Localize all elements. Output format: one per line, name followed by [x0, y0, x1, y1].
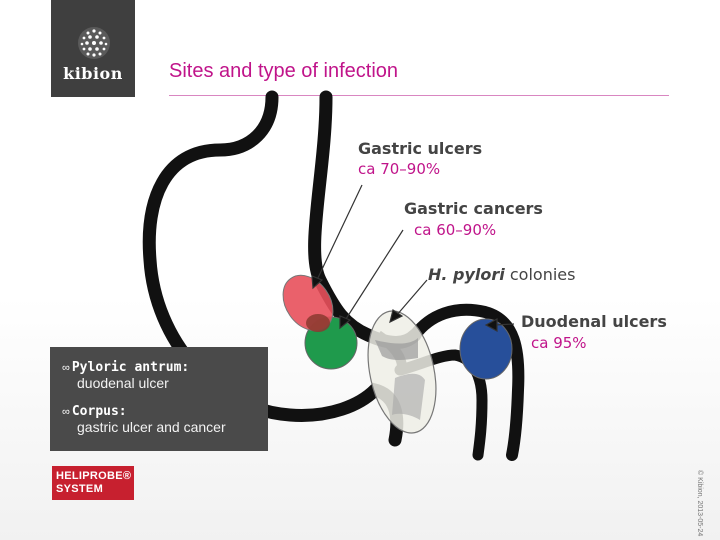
gastric-ulcers-value: ca 70–90%	[358, 160, 440, 178]
ulcer-cancer-overlap	[306, 314, 330, 332]
heliprobe-line2: SYSTEM	[56, 483, 104, 495]
gastric-cancer-arrow	[343, 229, 404, 323]
hpylori-label: H. pylori colonies	[428, 265, 575, 284]
hpylori-rest: colonies	[505, 265, 576, 284]
copyright-note: © Kibion, 2013-05-24	[696, 470, 703, 537]
info-heading: Corpus:	[71, 404, 127, 419]
info-heading: Pyloric antrum:	[71, 360, 190, 375]
info-box: ∞Pyloric antrum: duodenal ulcer ∞Corpus:…	[50, 347, 268, 451]
info-item-corpus: ∞Corpus: gastric ulcer and cancer	[62, 402, 226, 435]
logo-wordmark: kibion	[63, 64, 123, 83]
hpylori-italic: H. pylori	[428, 265, 505, 284]
duodenal-ulcers-title: Duodenal ulcers	[521, 312, 667, 331]
heliprobe-line1: HELIPROBE®	[56, 470, 132, 482]
info-text: duodenal ulcer	[77, 375, 169, 391]
pyloric-shading	[375, 338, 418, 360]
heliprobe-logo: HELIPROBE® SYSTEM	[52, 466, 134, 500]
duodenum-outline	[409, 303, 525, 461]
gastric-cancers-title: Gastric cancers	[404, 199, 543, 218]
page-title: Sites and type of infection	[169, 60, 399, 82]
globe-icon	[78, 27, 110, 59]
hpylori-arrow	[395, 279, 428, 317]
info-item-pyloric: ∞Pyloric antrum: duodenal ulcer	[62, 358, 189, 391]
title-divider	[169, 95, 669, 96]
bullet-icon: ∞	[62, 406, 70, 418]
duodenal-ulcer-site	[459, 318, 513, 380]
gastric-ulcer-arrow	[315, 184, 363, 283]
kibion-logo: kibion	[51, 0, 135, 97]
bullet-icon: ∞	[62, 362, 70, 374]
gastric-ulcers-title: Gastric ulcers	[358, 139, 482, 158]
duodenal-ulcers-value: ca 95%	[531, 334, 587, 352]
antrum-shading	[392, 373, 425, 420]
gastric-cancers-value: ca 60–90%	[414, 221, 496, 239]
info-text: gastric ulcer and cancer	[77, 419, 226, 435]
